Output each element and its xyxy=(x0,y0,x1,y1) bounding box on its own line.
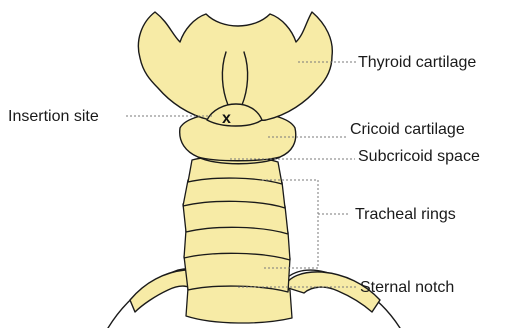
label-subcricoid-space: Subcricoid space xyxy=(358,148,480,165)
label-sternal-notch: Sternal notch xyxy=(360,279,454,296)
tracheal-rings xyxy=(183,156,292,323)
label-insertion-site: Insertion site xyxy=(8,108,99,125)
insertion-mark: x xyxy=(222,110,231,127)
label-cricoid-cartilage: Cricoid cartilage xyxy=(350,121,465,138)
tracheal-ring xyxy=(184,251,290,292)
label-thyroid-cartilage: Thyroid cartilage xyxy=(358,54,476,71)
label-tracheal-rings: Tracheal rings xyxy=(355,206,456,223)
